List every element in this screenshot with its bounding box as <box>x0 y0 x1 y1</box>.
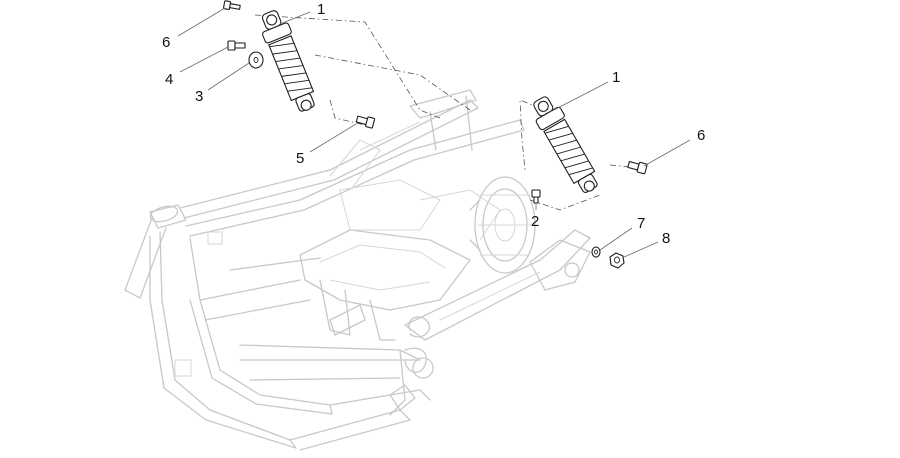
callout-6-left: 6 <box>162 34 170 51</box>
swingarm <box>404 229 591 341</box>
callout-2: 2 <box>531 213 539 230</box>
frame-assembly <box>124 89 591 451</box>
rear-subframe <box>409 89 477 151</box>
lower-rail <box>289 389 431 451</box>
bolt-6-right <box>627 160 648 175</box>
callout-4: 4 <box>165 71 173 88</box>
callout-6-right: 6 <box>697 127 705 144</box>
assembly-guide-lines <box>254 14 641 211</box>
callout-7: 7 <box>637 215 645 232</box>
callout-5: 5 <box>296 150 304 167</box>
down-tube-right <box>189 237 333 415</box>
callout-8: 8 <box>662 230 670 247</box>
nut-8 <box>609 252 625 269</box>
callouts: 1 1 2 3 4 5 6 6 7 8 <box>162 1 705 247</box>
top-tube-upper <box>179 99 479 219</box>
washer-3 <box>248 51 264 69</box>
shock-absorber-left <box>261 10 315 112</box>
pin-5 <box>355 115 376 129</box>
top-tube-lower <box>185 119 525 237</box>
callout-1-left: 1 <box>317 1 325 18</box>
callout-3: 3 <box>195 88 203 105</box>
rear-hub-disc <box>469 176 536 274</box>
washer-7 <box>591 246 601 258</box>
leader-lines <box>177 7 691 259</box>
bolt-4 <box>227 40 246 51</box>
steering-head <box>124 204 187 299</box>
bolt-6-upper-left <box>223 0 241 10</box>
engine-block <box>174 179 501 377</box>
shock-absorber-right <box>533 96 598 193</box>
callout-1-right: 1 <box>612 69 620 86</box>
down-tube-left <box>149 231 297 449</box>
spacer-2 <box>531 189 541 204</box>
